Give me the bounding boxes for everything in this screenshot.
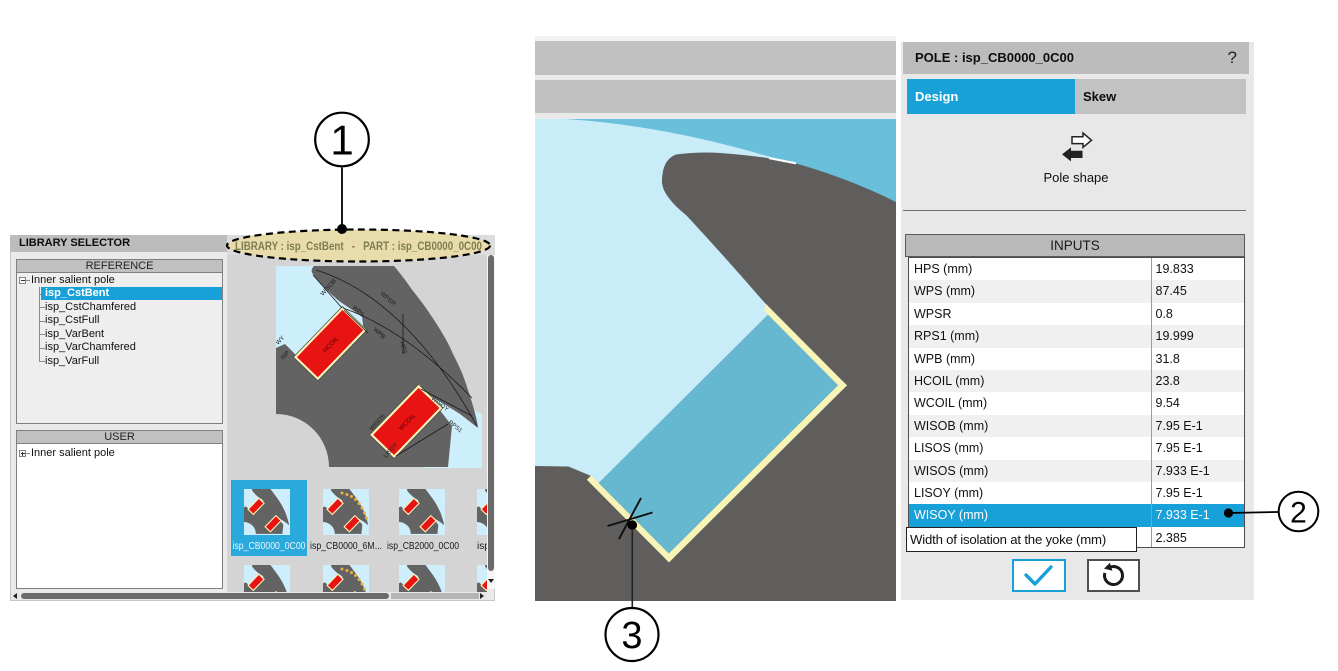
svg-text:isp_CB: isp_CB <box>477 541 487 552</box>
svg-text:1: 1 <box>330 117 353 164</box>
svg-text:isp_CB2000_0C00: isp_CB2000_0C00 <box>387 541 459 552</box>
svg-text:isp_CB0000_6M...: isp_CB0000_6M... <box>310 541 382 552</box>
svg-text:2: 2 <box>1290 497 1307 530</box>
svg-text:HPS: HPS <box>398 341 407 354</box>
svg-text:isp_CB0000_0C00: isp_CB0000_0C00 <box>233 541 306 552</box>
svg-text:3: 3 <box>621 615 642 657</box>
svg-text:WY: WY <box>276 335 286 346</box>
svg-text:ISP: ISP <box>280 350 291 361</box>
